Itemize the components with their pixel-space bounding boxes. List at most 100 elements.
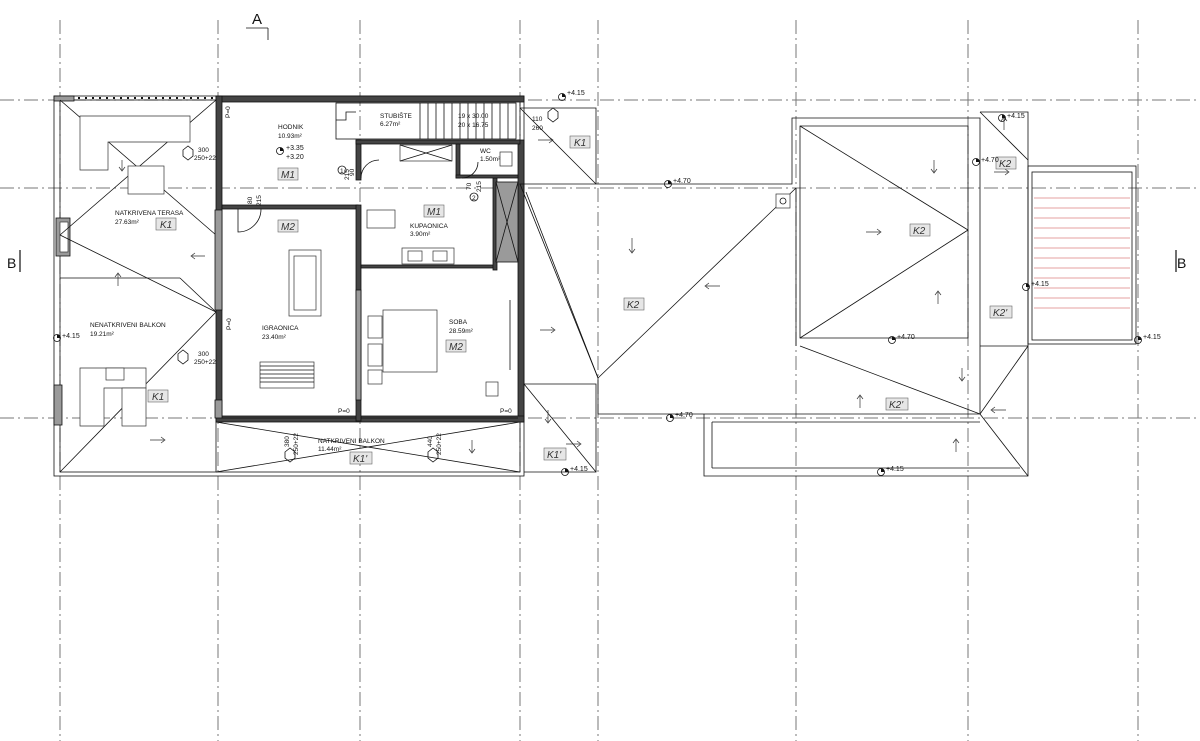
level-470-top: +4.70: [664, 178, 691, 188]
tag-k2p-right: K2': [989, 305, 1013, 319]
roof-louvres: [1034, 197, 1130, 309]
section-label-b-right: B: [1177, 255, 1186, 271]
level-470-bottom: +4.70: [666, 412, 693, 422]
svg-text:+4.15: +4.15: [567, 90, 585, 97]
balcony-door1-width: 380: [284, 436, 291, 447]
door-wc-width: 215: [476, 181, 483, 192]
section-marker-b-right: B: [1175, 250, 1186, 272]
door1-height: 90: [349, 168, 356, 176]
stubiste-dim1: 19 x 30.00: [458, 113, 489, 120]
svg-text:+4.70: +4.70: [981, 157, 999, 164]
stair-window-height: 260: [532, 125, 543, 132]
svg-text:+4.15: +4.15: [1007, 113, 1025, 120]
svg-text:+4.15: +4.15: [1143, 334, 1161, 341]
tag-k2-mid: K2: [909, 223, 931, 237]
svg-text:M1: M1: [281, 170, 295, 181]
svg-text:+3.20: +3.20: [286, 154, 304, 161]
svg-text:K1: K1: [152, 392, 164, 403]
balkon-open-label: NENATKRIVENI BALKON: [90, 322, 166, 329]
stubiste-dim2: 20 x 16.75: [458, 122, 489, 129]
slope-arrows: [114, 116, 1010, 454]
balcony-door1-height: 250+22: [293, 433, 300, 455]
tag-m1-kupaonica: M1: [423, 204, 445, 218]
svg-text:+3.35: +3.35: [286, 145, 304, 152]
soba-area: 28.59m²: [449, 328, 474, 335]
igraonica-label: IGRAONICA: [262, 325, 299, 332]
parapet-labels: P=0 P=0 P=0 P=0: [225, 106, 512, 415]
balkon-open-area: 19.21m²: [90, 331, 115, 338]
parapet-igraonica: P=0: [338, 408, 350, 415]
section-marker-b-left: B: [7, 250, 21, 272]
svg-text:M2: M2: [281, 222, 295, 233]
balcony-door2-width: 440: [427, 436, 434, 447]
tag-k2p-bottom: K2': [885, 397, 909, 411]
tag-m2-soba: M2: [445, 339, 467, 353]
tag-k1p-balkon: K1': [349, 451, 373, 465]
svg-text:K2: K2: [999, 159, 1012, 170]
svg-text:K1: K1: [160, 220, 172, 231]
tag-k1-terasa: K1: [155, 217, 177, 231]
level-415-right-mid: +4.15: [1022, 281, 1049, 291]
tag-k1p-corner: K1': [543, 447, 567, 461]
balcony-window-height: 250+22: [194, 359, 216, 366]
level-415-right-edge: +4.15: [1134, 334, 1161, 344]
tag-m2-igraonica: M2: [277, 219, 299, 233]
balkon-covered-label: NATKRIVENI BALKON: [318, 438, 385, 445]
level-470-right: +4.70: [972, 157, 999, 166]
tag-k1-balkon: K1: [147, 389, 169, 403]
surface-tags: M1 M1 M2 M2 K1 K1 K1 K1' K1' K2 K2 K2 K2…: [147, 135, 1017, 465]
wc-label: WC: [480, 148, 491, 155]
terasa-area: 27.63m²: [115, 219, 140, 226]
svg-text:+4.70: +4.70: [897, 334, 915, 341]
door-number-2: 2: [472, 195, 476, 202]
terasa-label: NATKRIVENA TERASA: [115, 210, 184, 217]
balcony-door2-height: 250+22: [436, 433, 443, 455]
svg-text:+4.70: +4.70: [673, 178, 691, 185]
svg-text:K1: K1: [574, 138, 586, 149]
balkon-covered-area: 11.44m²: [318, 446, 342, 453]
svg-text:+4.15: +4.15: [886, 466, 904, 473]
level-415-bottom: +4.15: [561, 466, 588, 476]
level-415-left: +4.15: [53, 333, 80, 342]
svg-text:+4.70: +4.70: [675, 412, 693, 419]
tag-k2-left: K2: [623, 297, 645, 311]
hodnik-area: 10.93m²: [278, 133, 303, 140]
terrace-window-height: 250+22: [194, 155, 216, 162]
igraonica-area: 23.40m²: [262, 334, 287, 341]
stubiste-label: STUBIŠTE: [380, 111, 412, 120]
kupaonica-label: KUPAONICA: [410, 223, 448, 230]
door-ig-height: 80: [247, 196, 254, 204]
wc-area: 1.50m²: [480, 156, 501, 163]
door-number-1: 1: [340, 168, 344, 175]
level-415-right-top: +4.15: [998, 113, 1025, 122]
svg-text:M2: M2: [449, 342, 463, 353]
level-415-bottom2: +4.15: [877, 466, 904, 476]
stair-window-width: 110: [532, 116, 543, 123]
room-labels: HODNIK 10.93m² WC 1.50m² KUPAONICA 3.90m…: [90, 124, 501, 453]
parapet-soba: P=0: [500, 408, 512, 415]
doors: 1 2: [237, 159, 479, 233]
level-470-mid: +4.70: [888, 334, 915, 344]
svg-text:K1': K1': [547, 450, 562, 461]
svg-text:K1': K1': [353, 454, 368, 465]
soba-label: SOBA: [449, 319, 468, 326]
tag-k2-top: K2: [995, 156, 1017, 170]
parapet-top: P=0: [225, 106, 232, 118]
roof-plan: [519, 107, 1137, 477]
level-415-top: +4.15: [558, 90, 585, 101]
terrace-window-width: 300: [198, 147, 209, 154]
tag-k1-stair: K1: [569, 135, 591, 149]
svg-text:+4.15: +4.15: [62, 333, 80, 340]
svg-text:+4.15: +4.15: [570, 466, 588, 473]
door-ig-width: 215: [256, 195, 263, 206]
level-markers: +3.35 +3.20 +4.15 +4.15 +4.15 +4.15 +4.1…: [53, 90, 1161, 476]
hodnik-label: HODNIK: [278, 124, 304, 131]
dimension-labels: 90 215 80 215 70 215 110 260 300 250+22 …: [177, 107, 559, 463]
stubiste-area: 6.27m²: [380, 121, 401, 128]
stair-treads: [419, 103, 509, 139]
stair-flight: STUBIŠTE 6.27m² 19 x 30.00 20 x 16.75: [259, 102, 517, 389]
svg-text:M1: M1: [427, 207, 441, 218]
kupaonica-area: 3.90m²: [410, 231, 431, 238]
door-wc-height: 70: [466, 182, 473, 190]
